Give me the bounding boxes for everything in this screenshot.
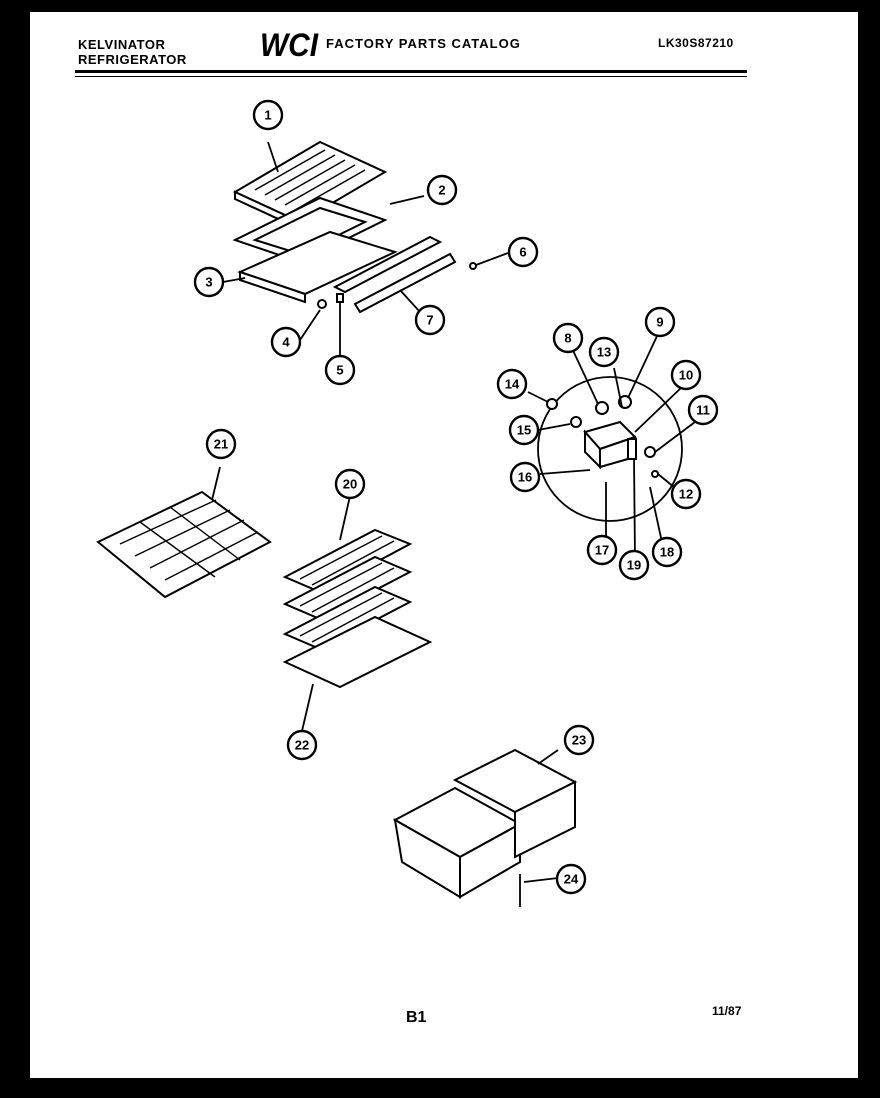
svg-text:2: 2 bbox=[438, 183, 445, 198]
svg-text:18: 18 bbox=[660, 545, 674, 560]
callout-11: 11 bbox=[687, 394, 719, 426]
svg-text:5: 5 bbox=[336, 363, 343, 378]
callout-18: 18 bbox=[651, 536, 683, 568]
callout-1: 1 bbox=[252, 99, 284, 131]
callout-6: 6 bbox=[507, 236, 539, 268]
callout-14: 14 bbox=[496, 368, 528, 400]
catalog-page: KELVINATOR REFRIGERATOR WCI FACTORY PART… bbox=[30, 12, 858, 1078]
callouts: 1 2 3 4 5 6 7 8 9 10 11 12 13 14 15 16 1… bbox=[193, 99, 719, 895]
svg-text:4: 4 bbox=[282, 335, 290, 350]
svg-text:17: 17 bbox=[595, 543, 609, 558]
callout-12: 12 bbox=[670, 478, 702, 510]
svg-text:23: 23 bbox=[572, 733, 586, 748]
shelf-stack bbox=[282, 495, 433, 732]
wci-logo: WCI bbox=[260, 28, 319, 60]
header-rule bbox=[75, 70, 747, 73]
crisper-pans bbox=[392, 748, 578, 907]
logo-lettering: WCI bbox=[260, 28, 319, 60]
wire-shelf bbox=[96, 466, 272, 599]
svg-text:20: 20 bbox=[343, 477, 357, 492]
callout-3: 3 bbox=[193, 266, 225, 298]
callout-15: 15 bbox=[508, 414, 540, 446]
callout-21: 21 bbox=[205, 428, 237, 460]
callout-10: 10 bbox=[670, 359, 702, 391]
svg-text:3: 3 bbox=[205, 275, 212, 290]
callout-13: 13 bbox=[588, 336, 620, 368]
svg-text:22: 22 bbox=[295, 738, 309, 753]
callout-19: 19 bbox=[618, 549, 650, 581]
svg-text:19: 19 bbox=[627, 558, 641, 573]
brand-line-1: KELVINATOR bbox=[78, 37, 166, 52]
callout-8: 8 bbox=[552, 322, 584, 354]
callout-22: 22 bbox=[286, 729, 318, 761]
callout-7: 7 bbox=[414, 304, 446, 336]
catalog-title: FACTORY PARTS CATALOG bbox=[326, 36, 521, 51]
svg-text:1: 1 bbox=[264, 108, 271, 123]
svg-text:7: 7 bbox=[426, 313, 433, 328]
callout-16: 16 bbox=[509, 461, 541, 493]
crisper-cover-assembly bbox=[222, 140, 509, 356]
callout-2: 2 bbox=[426, 174, 458, 206]
svg-text:11: 11 bbox=[696, 403, 710, 418]
exploded-parts-diagram: 1 2 3 4 5 6 7 8 9 10 11 12 13 14 15 16 1… bbox=[96, 99, 719, 907]
brand-name: KELVINATOR REFRIGERATOR bbox=[78, 38, 187, 68]
callout-4: 4 bbox=[270, 326, 302, 358]
brand-line-2: REFRIGERATOR bbox=[78, 52, 187, 67]
catalog-date: 11/87 bbox=[712, 1004, 742, 1018]
callout-24: 24 bbox=[555, 863, 587, 895]
svg-text:24: 24 bbox=[564, 872, 579, 887]
svg-text:8: 8 bbox=[564, 331, 571, 346]
svg-text:6: 6 bbox=[519, 245, 526, 260]
svg-text:14: 14 bbox=[505, 377, 520, 392]
svg-text:9: 9 bbox=[656, 315, 663, 330]
callout-23: 23 bbox=[563, 724, 595, 756]
svg-text:15: 15 bbox=[517, 423, 531, 438]
svg-text:13: 13 bbox=[597, 345, 611, 360]
callout-20: 20 bbox=[334, 468, 366, 500]
page-number: B1 bbox=[406, 1009, 427, 1026]
svg-text:10: 10 bbox=[679, 368, 693, 383]
svg-text:12: 12 bbox=[679, 487, 693, 502]
control-housing-detail bbox=[527, 333, 696, 560]
callout-17: 17 bbox=[586, 534, 618, 566]
callout-9: 9 bbox=[644, 306, 676, 338]
callout-5: 5 bbox=[324, 354, 356, 386]
header-rule-thin bbox=[75, 76, 747, 77]
svg-text:21: 21 bbox=[214, 437, 228, 452]
svg-text:16: 16 bbox=[518, 470, 532, 485]
model-number: LK30S87210 bbox=[658, 36, 734, 50]
